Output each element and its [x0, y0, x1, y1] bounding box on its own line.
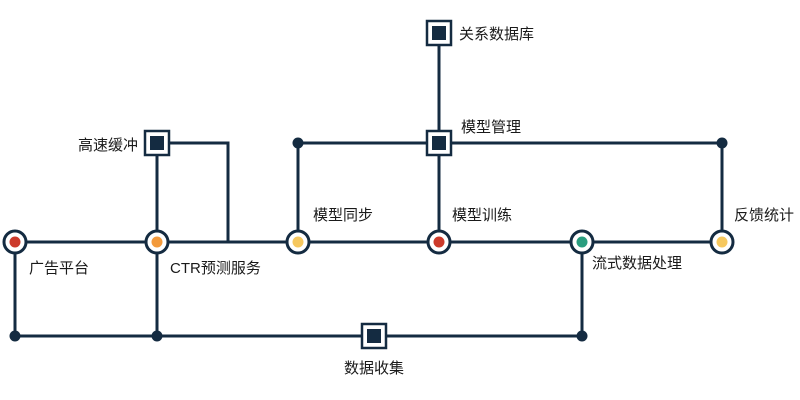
circle-icon-core: [9, 236, 21, 248]
square-icon-core: [432, 26, 446, 40]
node-moxing-xunlian[interactable]: 模型训练: [426, 207, 512, 255]
node-label: 数据收集: [344, 360, 404, 377]
top-horizontal-line: [298, 141, 724, 242]
circle-icon-core: [433, 236, 445, 248]
node-moxing-guanli[interactable]: 模型管理: [425, 119, 521, 157]
node-ctr-service[interactable]: CTR预测服务: [144, 229, 261, 277]
node-label: 关系数据库: [459, 26, 534, 43]
junction-dot: [716, 137, 728, 149]
circle-icon-core: [292, 236, 304, 248]
node-liushi-chuli[interactable]: 流式数据处理: [569, 229, 682, 272]
node-label: 反馈统计: [734, 207, 794, 224]
node-guanxi-db[interactable]: 关系数据库: [425, 19, 534, 47]
node-guanggao-pingtai[interactable]: 广告平台: [2, 229, 89, 277]
node-gaosu-huanchong[interactable]: 高速缓冲: [78, 129, 171, 157]
square-icon-core: [150, 136, 164, 150]
circle-icon-core: [576, 236, 588, 248]
node-label: 广告平台: [29, 260, 89, 277]
node-shuju-shouji[interactable]: 数据收集: [344, 322, 404, 377]
square-icon-core: [367, 329, 381, 343]
node-label: 模型管理: [461, 119, 521, 136]
cache-right-loop-line: [157, 141, 230, 242]
node-fankui-tongji[interactable]: 反馈统计: [709, 207, 794, 255]
node-label: 模型训练: [452, 207, 512, 224]
square-icon-core: [432, 136, 446, 150]
node-label: 流式数据处理: [592, 255, 682, 272]
junction-dots: [9, 137, 728, 342]
square-icon: [425, 129, 453, 157]
circle-icon-core: [151, 236, 163, 248]
junction-dot: [9, 330, 21, 342]
junction-dot: [292, 137, 304, 149]
node-label: 高速缓冲: [78, 137, 138, 154]
bottom-loop-line: [13, 242, 584, 338]
node-moxing-tongbu[interactable]: 模型同步: [285, 207, 373, 255]
node-label: 模型同步: [313, 207, 373, 224]
circle-icon-core: [716, 236, 728, 248]
node-label: CTR预测服务: [170, 260, 261, 277]
junction-dot: [576, 330, 588, 342]
connector-lines: [13, 33, 724, 338]
junction-dot: [151, 330, 163, 342]
